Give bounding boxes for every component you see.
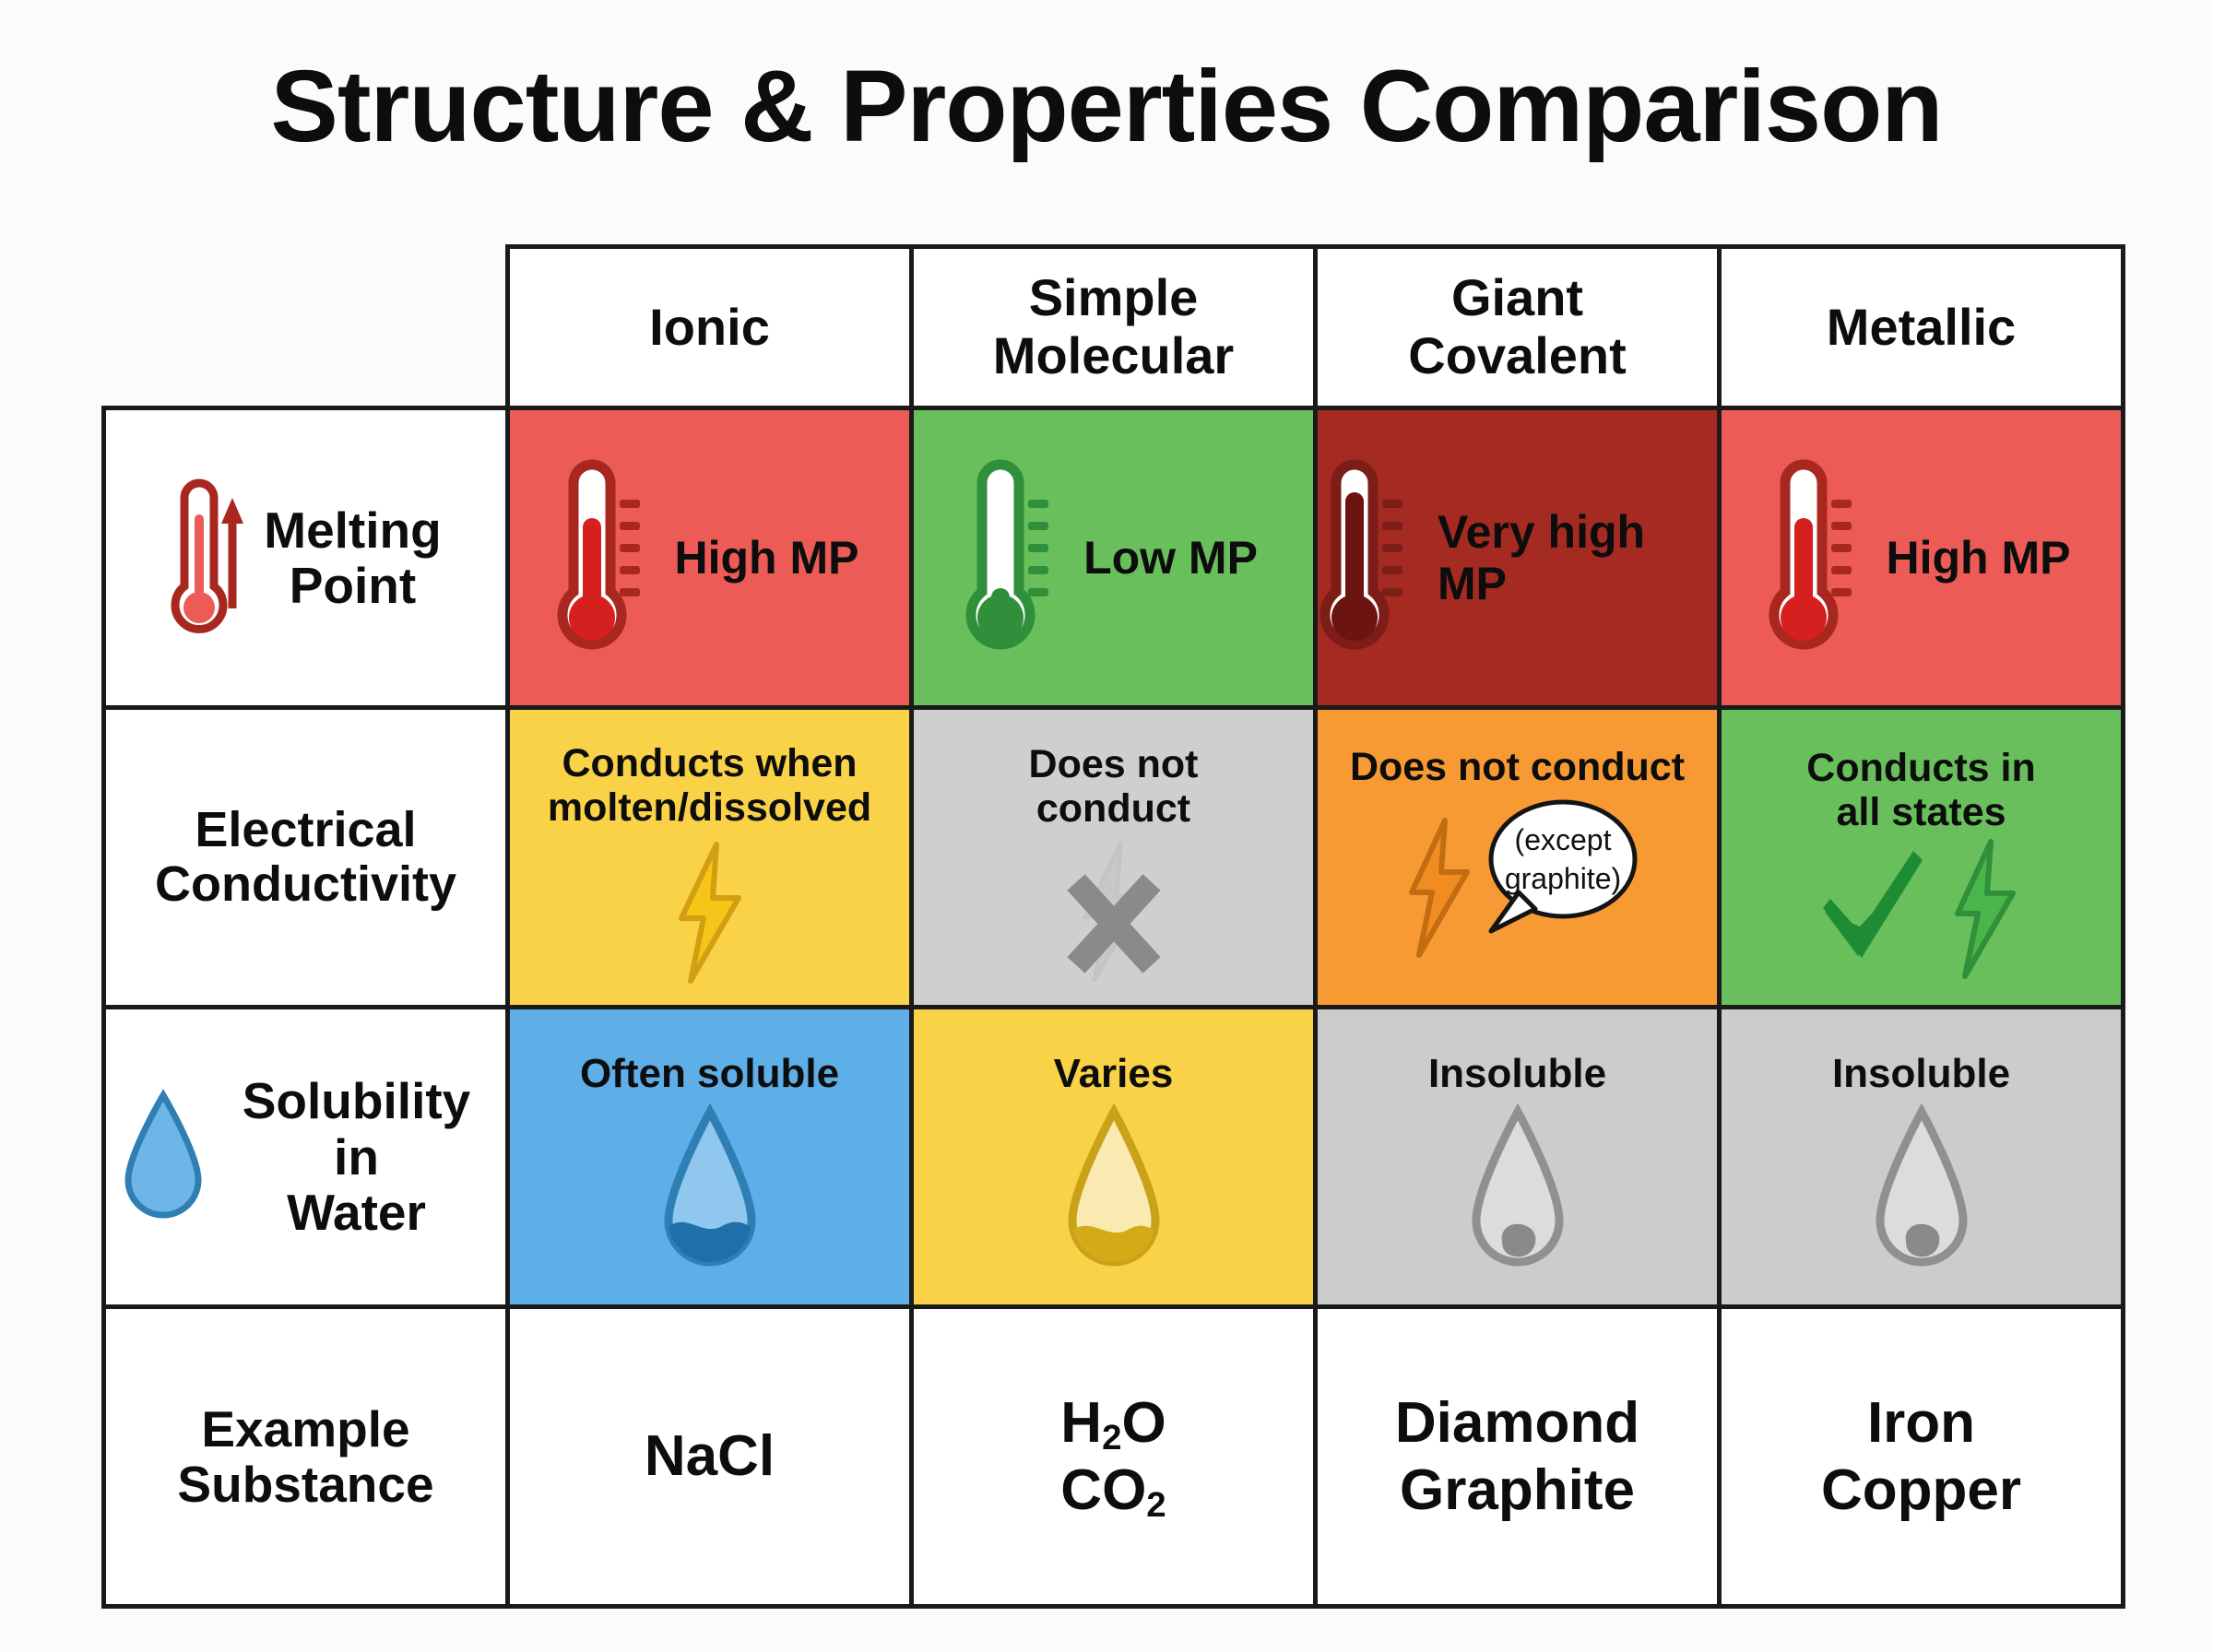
cell-conductivity-ionic: Conducts when molten/dissolved bbox=[505, 705, 914, 1009]
cell-melting-point-ionic-text: High MP bbox=[674, 532, 859, 584]
lightning-bolt-icon bbox=[1390, 815, 1487, 961]
cell-melting-point-simple-molecular-text: Low MP bbox=[1083, 532, 1258, 584]
row-label-electrical-conductivity-text: Electrical Conductivity bbox=[154, 801, 456, 913]
cell-example-simple-molecular-text: H2O CO2 bbox=[1055, 1389, 1171, 1526]
cell-text-line-2: all states bbox=[1836, 790, 2006, 834]
example-line-1: Iron bbox=[1866, 1390, 1976, 1455]
cell-conductivity-ionic-text: Conducts when molten/dissolved bbox=[542, 728, 877, 830]
cell-solubility-ionic-text: Often soluble bbox=[579, 1051, 840, 1097]
cell-example-giant-covalent-text: Diamond Graphite bbox=[1390, 1389, 1645, 1524]
cell-example-simple-molecular: H2O CO2 bbox=[909, 1304, 1318, 1609]
cell-conductivity-giant-covalent: Does not conduct (except bbox=[1313, 705, 1722, 1009]
cell-conductivity-metallic-text: Conducts in all states bbox=[1801, 733, 2041, 834]
row-label-example-substance-text: Example Substance bbox=[177, 1399, 434, 1513]
thermometer-icon bbox=[1318, 452, 1419, 664]
row-label-solubility-in-water-text: Solubility in Water bbox=[219, 1073, 494, 1241]
row-label-line-1: Example bbox=[201, 1399, 410, 1457]
formula-carbon-dioxide: CO2 bbox=[1060, 1458, 1166, 1526]
speech-bubble-line-2: graphite) bbox=[1504, 862, 1620, 895]
cell-solubility-metallic-text: Insoluble bbox=[1831, 1051, 2011, 1097]
table-row-melting-point: Melting Point bbox=[101, 406, 2125, 710]
cell-melting-point-simple-molecular: Low MP bbox=[909, 406, 1318, 710]
row-label-line-2: Substance bbox=[177, 1456, 434, 1513]
thermometer-icon bbox=[555, 452, 657, 664]
header-line-1: Simple bbox=[1028, 268, 1199, 327]
cell-text-line-2: conduct bbox=[1035, 786, 1191, 831]
example-line-2: Graphite bbox=[1400, 1458, 1635, 1522]
thermometer-icon bbox=[170, 470, 254, 645]
cell-example-metallic: Iron Copper bbox=[1717, 1304, 2125, 1609]
column-header-simple-molecular: Simple Molecular bbox=[909, 244, 1318, 410]
cell-text-line-1: Does not bbox=[1028, 741, 1199, 786]
row-label-line-2: Point bbox=[289, 557, 417, 614]
page-title: Structure & Properties Comparison bbox=[270, 50, 1944, 163]
table-row-solubility-in-water: Solubility in Water Often soluble bbox=[101, 1005, 2125, 1309]
example-line-1: Diamond bbox=[1394, 1390, 1640, 1455]
header-corner-cell bbox=[104, 247, 508, 408]
cell-conductivity-simple-molecular: Does not conduct bbox=[909, 705, 1318, 1009]
row-label-melting-point: Melting Point bbox=[101, 406, 510, 710]
water-drop-icon bbox=[1458, 1097, 1578, 1278]
cell-melting-point-metallic: High MP bbox=[1717, 406, 2125, 710]
column-header-ionic-label: Ionic bbox=[649, 297, 770, 356]
cell-conductivity-giant-covalent-text: Does not conduct bbox=[1349, 744, 1686, 789]
thermometer-icon bbox=[964, 452, 1065, 664]
row-label-melting-point-text: Melting Point bbox=[264, 502, 441, 614]
column-header-simple-molecular-label: Simple Molecular bbox=[914, 269, 1313, 384]
lightning-bolt-icon bbox=[1935, 836, 2031, 982]
comparison-table: Ionic Simple Molecular Giant Covalent Me… bbox=[101, 244, 2125, 1609]
cell-solubility-metallic: Insoluble bbox=[1717, 1005, 2125, 1309]
row-label-line-1: Melting bbox=[264, 501, 442, 559]
table-row-electrical-conductivity: Electrical Conductivity Conducts when mo… bbox=[101, 705, 2125, 1009]
cell-solubility-simple-molecular-text: Varies bbox=[1053, 1051, 1174, 1097]
lightning-bolt-icon bbox=[659, 830, 761, 986]
cell-melting-point-giant-covalent-text: Very high MP bbox=[1438, 506, 1646, 609]
cell-solubility-ionic: Often soluble bbox=[505, 1005, 914, 1309]
header-line-1: Giant bbox=[1450, 268, 1584, 327]
cell-solubility-simple-molecular: Varies bbox=[909, 1005, 1318, 1309]
cell-melting-point-ionic: High MP bbox=[505, 406, 914, 710]
column-header-ionic: Ionic bbox=[505, 244, 914, 410]
header-line-2: Covalent bbox=[1408, 326, 1627, 384]
row-label-solubility-in-water: Solubility in Water bbox=[101, 1005, 510, 1309]
cross-icon bbox=[1045, 831, 1183, 985]
water-drop-icon bbox=[650, 1097, 770, 1278]
cell-melting-point-giant-covalent: Very high MP bbox=[1313, 406, 1722, 710]
row-label-line-2: Water bbox=[287, 1184, 426, 1242]
row-label-example-substance: Example Substance bbox=[101, 1304, 510, 1609]
row-label-line-1: Electrical bbox=[195, 801, 417, 857]
water-drop-icon bbox=[1862, 1097, 1982, 1278]
row-label-electrical-conductivity: Electrical Conductivity bbox=[101, 705, 510, 1009]
cell-text-line-1: Conducts when bbox=[562, 740, 858, 785]
cell-example-metallic-text: Iron Copper bbox=[1816, 1389, 2027, 1524]
header-line-2: Molecular bbox=[992, 326, 1235, 384]
cell-example-ionic: NaCl bbox=[505, 1304, 914, 1609]
water-drop-icon bbox=[117, 1088, 209, 1226]
column-header-metallic: Metallic bbox=[1717, 244, 2125, 410]
cell-solubility-giant-covalent: Insoluble bbox=[1313, 1005, 1722, 1309]
cell-text-line-2: molten/dissolved bbox=[547, 785, 872, 830]
cell-example-ionic-text: NaCl bbox=[644, 1424, 775, 1489]
cell-solubility-giant-covalent-text: Insoluble bbox=[1427, 1051, 1607, 1097]
table-header-row: Ionic Simple Molecular Giant Covalent Me… bbox=[104, 244, 2125, 410]
cell-conductivity-metallic: Conducts in all states bbox=[1717, 705, 2125, 1009]
cell-melting-point-metallic-text: High MP bbox=[1886, 532, 2071, 584]
check-mark-icon bbox=[1812, 840, 1932, 978]
column-header-metallic-label: Metallic bbox=[1826, 297, 2017, 356]
column-header-giant-covalent-label: Giant Covalent bbox=[1318, 269, 1717, 384]
column-header-giant-covalent: Giant Covalent bbox=[1313, 244, 1722, 410]
cell-example-giant-covalent: Diamond Graphite bbox=[1313, 1304, 1722, 1609]
table-row-example-substance: Example Substance NaCl H2O CO2 bbox=[101, 1304, 2125, 1609]
speech-bubble-icon: (except graphite) bbox=[1471, 793, 1646, 950]
water-drop-icon bbox=[1054, 1097, 1174, 1278]
cell-conductivity-simple-molecular-text: Does not conduct bbox=[1024, 729, 1204, 831]
formula-water: H2O bbox=[1060, 1390, 1166, 1458]
cell-text-line-1: Conducts in bbox=[1806, 745, 2036, 790]
speech-bubble-line-1: (except bbox=[1514, 823, 1611, 856]
row-label-line-2: Conductivity bbox=[154, 856, 456, 912]
thermometer-icon bbox=[1767, 452, 1868, 664]
row-label-line-1: Solubility in bbox=[242, 1072, 471, 1186]
example-line-2: Copper bbox=[1821, 1458, 2021, 1522]
